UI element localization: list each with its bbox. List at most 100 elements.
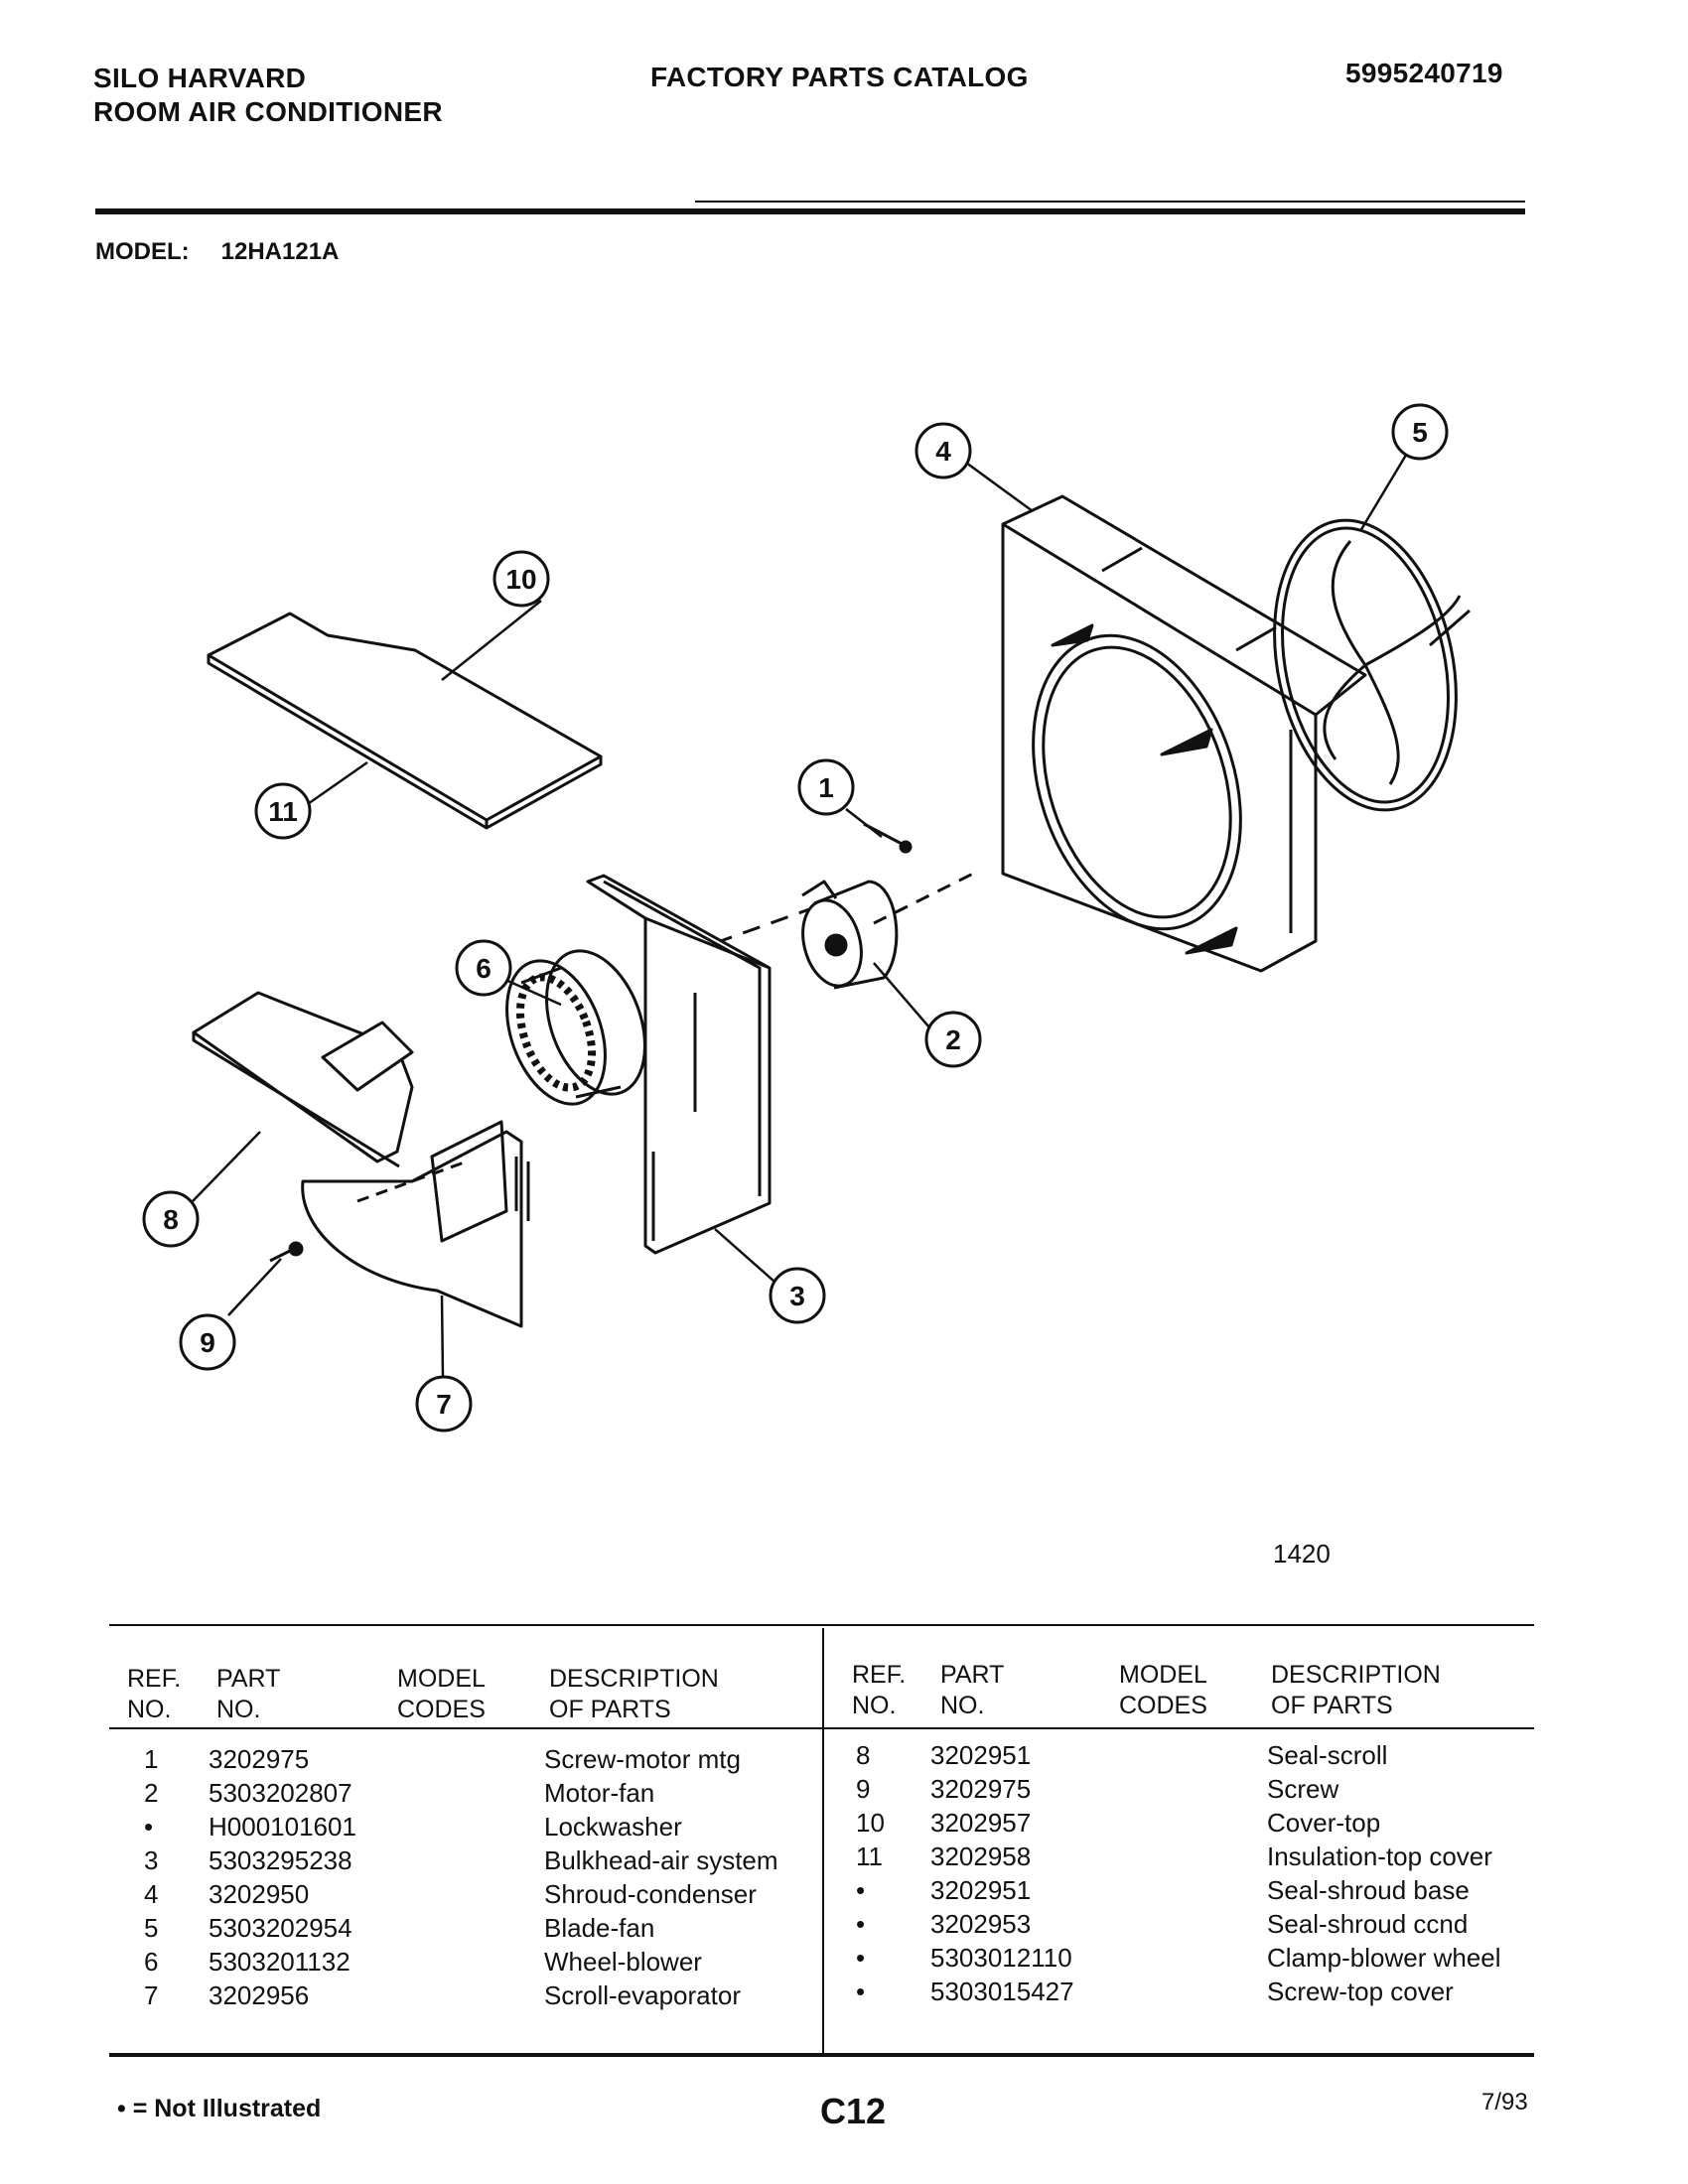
- fan-motor-part: [714, 872, 974, 990]
- not-illustrated-legend: • = Not Illustrated: [117, 2095, 322, 2122]
- table-cell-ref: •: [144, 1812, 154, 1842]
- table-rule-header: [109, 1727, 1534, 1729]
- table-cell-ref: 11: [856, 1842, 883, 1871]
- table-cell-part: 3202956: [209, 1980, 310, 2010]
- callout-7: 7: [415, 1375, 473, 1433]
- svg-text:4: 4: [935, 436, 951, 467]
- table-cell-desc: Seal-shroud base: [1267, 1875, 1470, 1905]
- callout-9: 9: [179, 1313, 236, 1371]
- svg-text:6: 6: [476, 953, 492, 984]
- table-cell-desc: Cover-top: [1267, 1808, 1381, 1838]
- brand-line-2: ROOM AIR CONDITIONER: [93, 96, 443, 127]
- table-cell-part: 3202951: [930, 1875, 1032, 1905]
- table-cell-part: 5303015427: [930, 1977, 1074, 2006]
- header-ref: REF.NO.: [852, 1661, 907, 1719]
- table-cell-ref: 7: [144, 1980, 159, 2010]
- model-label: MODEL:: [95, 238, 190, 265]
- svg-text:8: 8: [163, 1204, 179, 1235]
- table-cell-part: 5303295238: [209, 1845, 352, 1875]
- callout-10: 10: [492, 550, 550, 608]
- scroll-screw-part: [269, 1241, 304, 1263]
- svg-text:1: 1: [818, 772, 834, 803]
- table-cell-ref: •: [856, 1977, 866, 2006]
- table-cell-part: 3202951: [930, 1740, 1032, 1770]
- table-cell-ref: 9: [856, 1774, 871, 1804]
- svg-text:2: 2: [945, 1024, 961, 1055]
- callout-4: 4: [914, 422, 972, 479]
- table-cell-part: 3202975: [930, 1774, 1032, 1804]
- brand-block: SILO HARVARD ROOM AIR CONDITIONER: [93, 62, 443, 129]
- revision-date: 7/93: [1481, 2089, 1528, 2116]
- table-cell-desc: Blade-fan: [544, 1913, 655, 1943]
- table-cell-ref: 1: [144, 1744, 159, 1774]
- table-cell-part: 3202957: [930, 1808, 1032, 1838]
- catalog-title: FACTORY PARTS CATALOG: [650, 62, 1029, 92]
- table-cell-part: 3202958: [930, 1842, 1032, 1871]
- table-cell-part: 3202950: [209, 1879, 310, 1909]
- table-cell-desc: Screw-motor mtg: [544, 1744, 741, 1774]
- table-cell-ref: 2: [144, 1778, 159, 1808]
- table-cell-part: 5303202807: [209, 1778, 352, 1808]
- table-cell-desc: Lockwasher: [544, 1812, 682, 1842]
- table-cell-part: 5303202954: [209, 1913, 352, 1943]
- table-cell-ref: 4: [144, 1879, 159, 1909]
- table-cell-desc: Scroll-evaporator: [544, 1980, 741, 2010]
- model-value: 12HA121A: [220, 238, 340, 265]
- callout-3: 3: [769, 1267, 826, 1324]
- header-ref: REF.NO.: [127, 1665, 182, 1723]
- table-cell-desc: Motor-fan: [544, 1778, 655, 1808]
- callout-11: 11: [254, 782, 312, 840]
- table-cell-ref: •: [856, 1943, 866, 1973]
- callout-1: 1: [797, 758, 855, 816]
- blower-wheel-part: [505, 949, 646, 1106]
- svg-text:9: 9: [200, 1327, 215, 1358]
- table-cell-desc: Seal-scroll: [1267, 1740, 1388, 1770]
- table-cell-ref: 10: [856, 1808, 885, 1838]
- table-cell-ref: 3: [144, 1845, 159, 1875]
- table-rule-top: [109, 1624, 1534, 1626]
- table-cell-desc: Wheel-blower: [544, 1947, 702, 1977]
- exploded-parts-diagram: 10 11 1 2 3 4 5 6 7 8 9: [142, 403, 1471, 1433]
- callout-8: 8: [142, 1190, 200, 1248]
- svg-text:3: 3: [789, 1281, 805, 1311]
- top-cover-part: [207, 612, 603, 830]
- condenser-shroud-part: [1001, 494, 1367, 973]
- fan-blade-part: [1273, 518, 1471, 812]
- table-rule-bottom: [109, 2053, 1534, 2057]
- callout-6: 6: [455, 939, 512, 997]
- table-cell-part: 5303012110: [930, 1943, 1072, 1973]
- table-cell-desc: Bulkhead-air system: [544, 1845, 778, 1875]
- table-cell-ref: •: [856, 1909, 866, 1939]
- document-number: 5995240719: [1345, 58, 1503, 88]
- table-cell-ref: 8: [856, 1740, 871, 1770]
- table-cell-ref: 6: [144, 1947, 159, 1977]
- header-rule-thick: [95, 208, 1525, 214]
- table-cell-desc: Clamp-blower wheel: [1267, 1943, 1501, 1973]
- table-cell-desc: Screw-top cover: [1267, 1977, 1454, 2006]
- table-cell-ref: •: [856, 1875, 866, 1905]
- table-cell-desc: Shroud-condenser: [544, 1879, 757, 1909]
- bulkhead-part: [586, 874, 772, 1255]
- table-cell-part: 5303201132: [209, 1947, 351, 1977]
- table-cell-desc: Screw: [1267, 1774, 1339, 1804]
- svg-text:7: 7: [436, 1389, 452, 1420]
- svg-text:10: 10: [505, 564, 536, 595]
- leader-lines: [192, 451, 1410, 1379]
- page-number: C12: [820, 2091, 887, 2131]
- brand-line-1: SILO HARVARD: [93, 63, 307, 93]
- callout-group: 10 11 1 2 3 4 5 6 7 8 9: [142, 403, 1449, 1433]
- callout-5: 5: [1391, 403, 1449, 461]
- svg-text:5: 5: [1412, 417, 1428, 448]
- table-cell-part: H000101601: [209, 1812, 356, 1842]
- svg-text:11: 11: [268, 796, 298, 827]
- header-rule-thin: [695, 201, 1525, 203]
- model-line: MODEL: 12HA121A: [95, 238, 339, 266]
- table-cell-ref: 5: [144, 1913, 159, 1943]
- table-cell-desc: Seal-shroud ccnd: [1267, 1909, 1469, 1939]
- table-cell-part: 3202975: [209, 1744, 310, 1774]
